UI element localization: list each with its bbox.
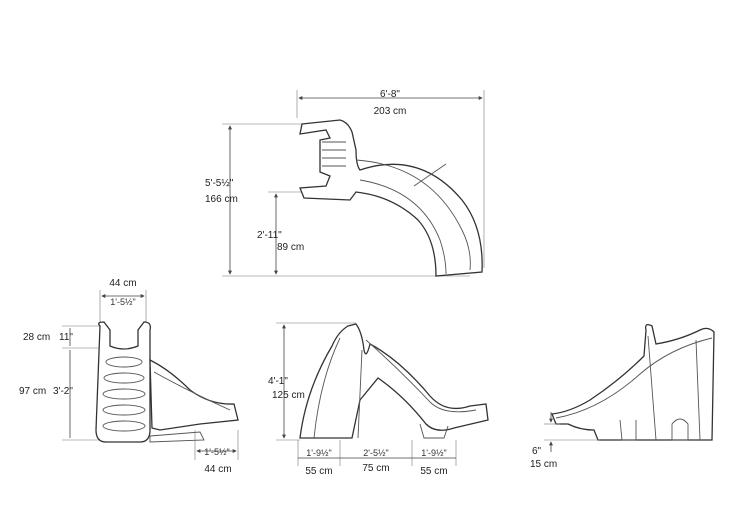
- front-top-cm: 44 cm: [109, 278, 136, 289]
- front-lower-cm: 97 cm: [19, 386, 46, 397]
- top-width-ft: 6'-8": [380, 89, 400, 100]
- front-upper-ft: 11": [59, 332, 73, 343]
- front-base-ft: 1'-5½": [204, 447, 229, 457]
- side-seg2-cm: 75 cm: [362, 463, 389, 474]
- top-view-chute-inner: [359, 179, 447, 275]
- front-upper-cm: 28 cm: [23, 332, 50, 343]
- side-slide-outline: [299, 323, 489, 439]
- rear-lip-cm: 15 cm: [530, 459, 557, 470]
- front-base-cm: 44 cm: [204, 464, 231, 475]
- side-height-ft: 4'-1": [268, 376, 288, 387]
- side-seg1-ft: 1'-9½": [306, 448, 331, 458]
- top-inner-cm: 89 cm: [277, 242, 304, 253]
- front-step-5: [102, 420, 146, 432]
- rear-foot-2: [671, 418, 689, 441]
- rear-chute-edge: [555, 337, 713, 419]
- top-depth-cm: 166 cm: [205, 194, 238, 205]
- front-chute: [149, 358, 239, 431]
- top-view-slide-outline: [299, 119, 483, 277]
- rear-lip-ft: 6": [532, 446, 542, 457]
- rear-frame-right: [695, 339, 701, 441]
- front-lower-ft: 3'-2": [53, 386, 73, 397]
- side-seg3-ft: 1'-9½": [421, 448, 446, 458]
- side-seg2-ft: 2'-5½": [363, 448, 388, 458]
- front-view: 44 cm 1'-5½" 28 cm 11" 97 cm 3'-2" 1'-5½…: [19, 278, 239, 475]
- top-view: 6'-8" 203 cm 5'-5½" 166 cm 2'-11" 89 cm: [205, 89, 485, 277]
- front-base: [149, 431, 205, 443]
- front-ladder-body: [95, 321, 152, 443]
- front-step-3: [102, 388, 146, 400]
- front-chute-edge: [153, 371, 231, 411]
- rear-view: 6" 15 cm: [530, 324, 715, 470]
- top-view-chute-edge: [355, 159, 471, 271]
- front-top-ft: 1'-5½": [110, 297, 135, 307]
- side-ladder-edge: [313, 337, 341, 439]
- side-chute-edge: [365, 339, 477, 413]
- rear-slide-outline: [551, 324, 715, 441]
- side-seg3-cm: 55 cm: [420, 466, 447, 477]
- rear-foot-1: [619, 419, 637, 441]
- side-support: [357, 349, 363, 439]
- rear-frame-left: [647, 335, 657, 441]
- top-width-cm: 203 cm: [374, 106, 407, 117]
- front-step-2: [103, 372, 145, 384]
- side-view: 4'-1" 125 cm 1'-9½" 55 cm 2'-5½" 75 cm 1…: [268, 322, 489, 477]
- front-step-1: [105, 356, 143, 368]
- top-depth-ft: 5'-5½": [205, 178, 234, 189]
- side-foot: [419, 423, 449, 439]
- top-inner-ft: 2'-11": [257, 230, 282, 241]
- front-step-4: [102, 404, 146, 416]
- side-seg1-cm: 55 cm: [305, 466, 332, 477]
- side-height-cm: 125 cm: [272, 390, 305, 401]
- top-view-seam: [413, 163, 447, 187]
